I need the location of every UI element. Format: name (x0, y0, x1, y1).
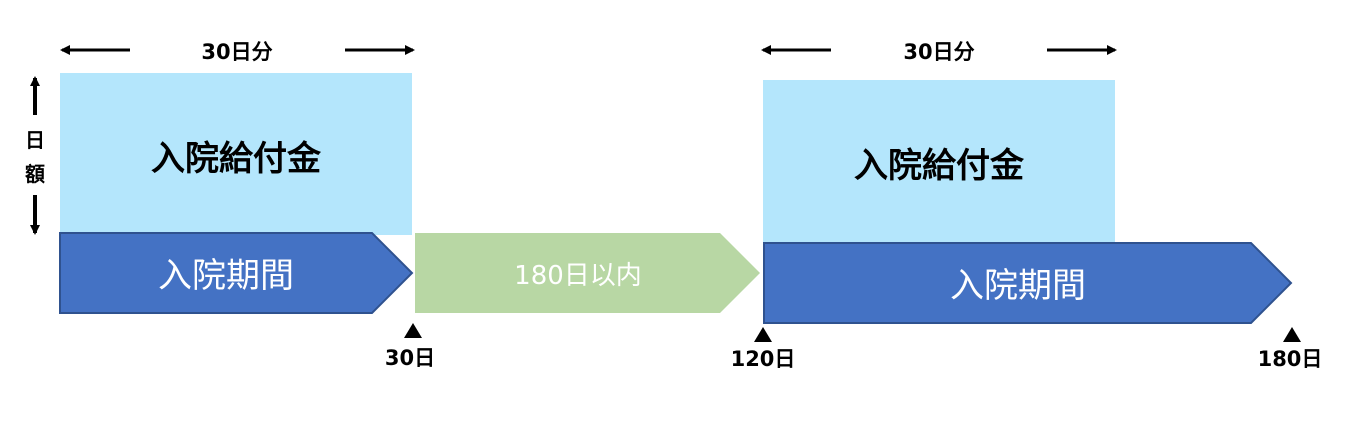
hospital-period-label: 入院期間 (950, 266, 1086, 306)
marker-180: 180日 (1258, 327, 1323, 371)
marker-120: 120日 (731, 327, 796, 371)
benefit-label: 入院給付金 (854, 146, 1025, 186)
marker-label: 180日 (1258, 347, 1323, 371)
interval-label: 180日以内 (514, 261, 642, 291)
marker-30: 30日 (385, 323, 435, 370)
marker-label: 30日 (385, 346, 435, 370)
period-1: 30日分 入院給付金 入院期間 (59, 40, 415, 314)
benefit-label: 入院給付金 (151, 139, 322, 179)
marker-triangle-icon (754, 327, 772, 342)
axis-label-top: 日 (25, 128, 45, 152)
marker-triangle-icon (1283, 327, 1301, 342)
interval-arrow (415, 233, 760, 313)
hospital-period-arrow (59, 232, 414, 314)
span-label: 30日分 (903, 40, 974, 64)
vertical-axis: 日 額 (24, 76, 45, 235)
span-label: 30日分 (201, 40, 272, 64)
benefit-box (763, 80, 1115, 243)
hospital-period-label: 入院期間 (158, 256, 294, 296)
day-markers: 30日 120日 180日 (385, 323, 1323, 371)
hospital-period-arrow (763, 242, 1293, 324)
period-2: 30日分 入院給付金 入院期間 (761, 40, 1293, 324)
benefit-box (60, 73, 412, 235)
marker-triangle-icon (404, 323, 422, 338)
marker-label: 120日 (731, 347, 796, 371)
axis-label-bottom: 額 (24, 162, 45, 186)
interval: 180日以内 (415, 233, 760, 313)
